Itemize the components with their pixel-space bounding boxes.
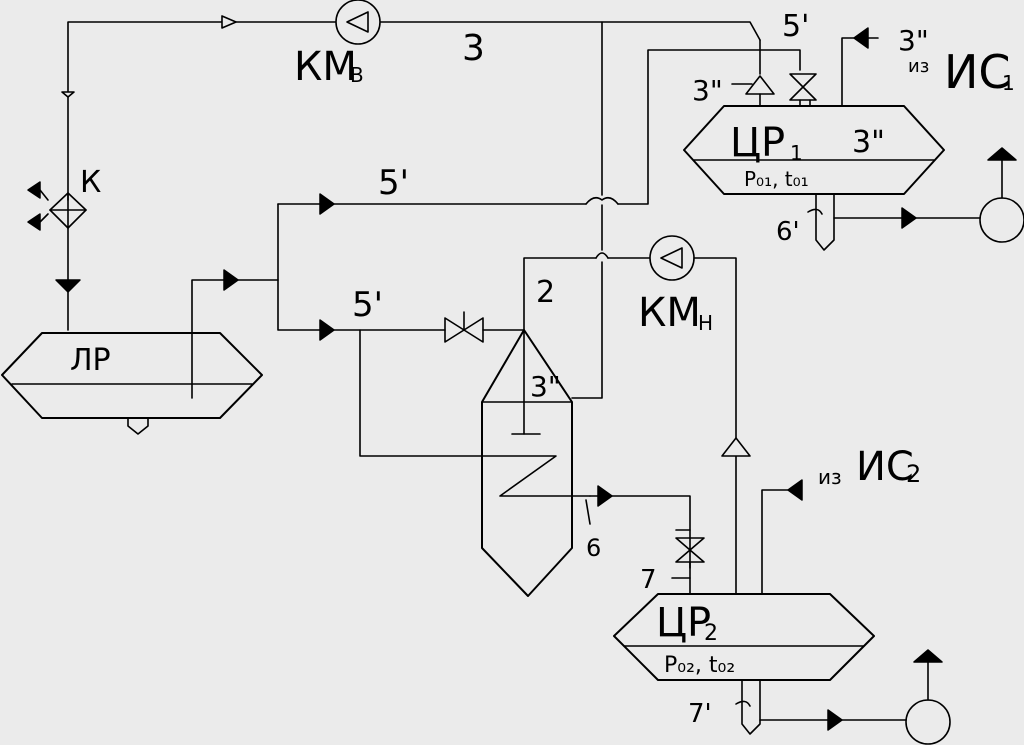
label-line-7p: 7' [688,699,712,729]
label-km-b-sub: В [350,63,364,87]
label-is1: ИС [944,45,1011,99]
label-line-5p-lower: 5' [352,285,383,325]
line-3-top [61,15,761,399]
valve-5p-lower [444,311,525,343]
label-line-5p-upper: 5' [378,163,409,203]
compressor-km-b [335,0,381,45]
label-line-6p: 6' [776,217,800,247]
pump-1 [979,147,1024,243]
flow-arrow-left [221,15,237,29]
pump-2 [905,649,951,745]
label-ur1-sub: 1 [790,141,803,165]
linear-receiver-lr [1,332,263,435]
compressor-km-n [649,235,751,595]
label-from-is2: из [818,465,842,489]
flow-arrow-up-open [721,437,751,457]
label-line-3pp-src: 3" [898,24,929,57]
label-line-6: 6 [586,534,601,562]
mark-line-6 [585,499,591,525]
label-ur2: ЦР [656,600,711,646]
condenser-k [27,181,87,331]
label-line-5p-top-right: 5' [782,9,809,44]
label-from-is1: из [908,56,929,77]
line-2 [523,252,651,331]
line-5p-distribution [191,49,801,497]
label-ur1-3pp: 3" [852,125,885,160]
label-ur1: ЦР [730,120,785,166]
circulation-receiver-ur1 [683,27,987,251]
label-line-3pp-top: 3" [692,74,723,107]
flow-arrow-down-small [61,91,75,98]
flow-arrow-up-open-ur1 [745,75,775,95]
label-is1-sub: 1 [1002,71,1015,95]
label-line-7: 7 [640,565,657,595]
label-is2-sub: 2 [906,460,921,488]
line-6 [589,485,705,595]
label-line-3: 3 [462,28,485,69]
label-ur1-params: P₀₁, t₀₁ [744,167,809,191]
circulation-receiver-ur2 [613,479,911,735]
label-km-n: КМ [638,290,701,336]
label-ur2-sub: 2 [704,621,718,646]
label-ur2-params: P₀₂, t₀₂ [664,653,735,678]
label-k: К [80,165,101,200]
label-is2: ИС [856,444,914,490]
label-km-b: КМ [294,44,357,90]
label-km-n-sub: Н [698,311,713,335]
intermediate-vessel [481,329,573,597]
label-lr: ЛР [70,343,111,378]
label-line-3pp-mid: 3" [530,370,561,403]
label-line-2: 2 [536,275,555,310]
